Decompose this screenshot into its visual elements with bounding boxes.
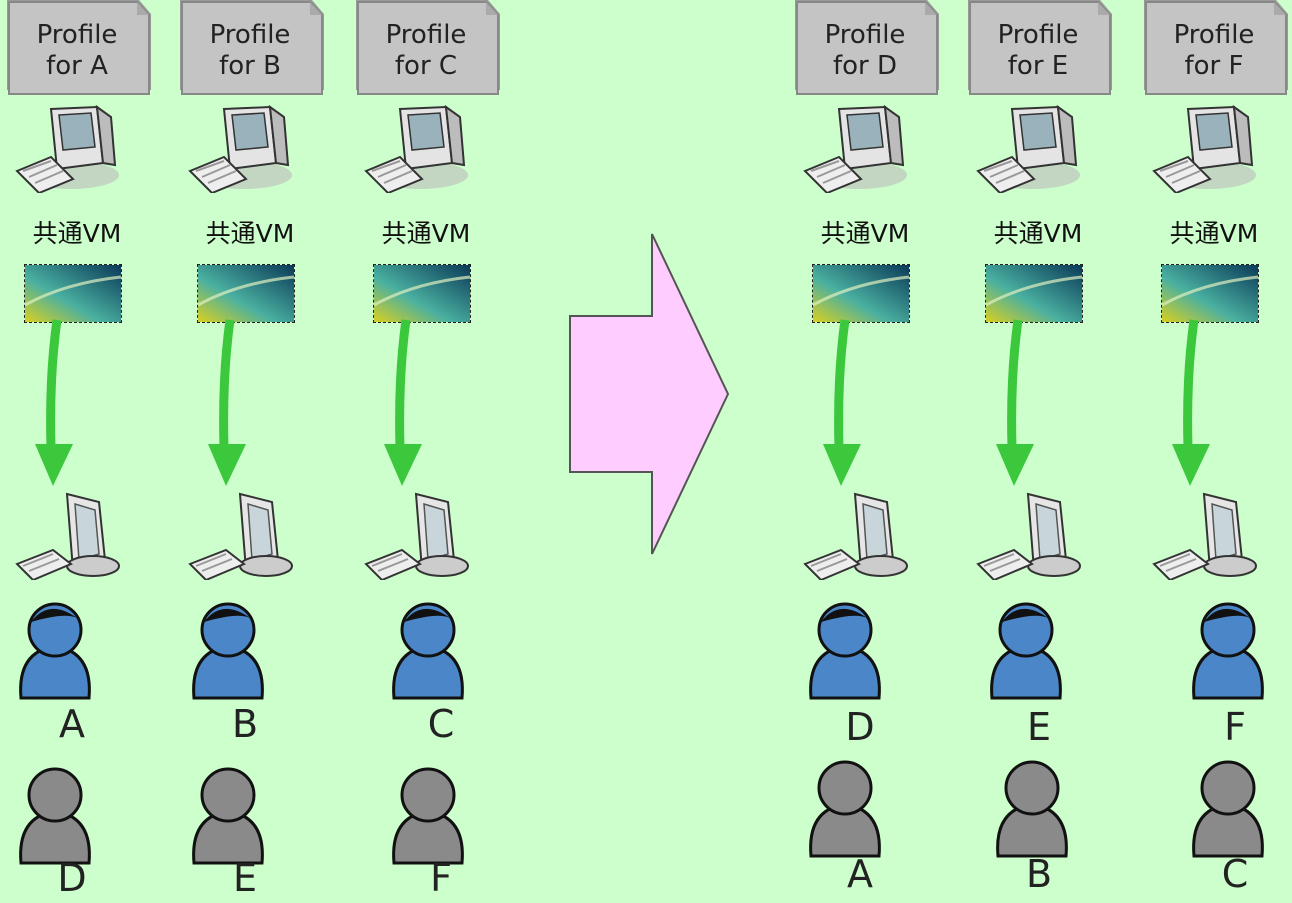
document-tab-icon <box>1144 0 1288 95</box>
down-arrow-icon <box>384 319 422 486</box>
profile-card: Profile for A <box>7 0 151 96</box>
profile-card: Profile for F <box>1144 0 1288 96</box>
thin-client-icon <box>1152 492 1257 580</box>
down-arrow-icon <box>208 319 246 486</box>
user-gray-icon <box>19 767 91 865</box>
waiting-user-label: E <box>232 856 257 900</box>
vm-screen-icon <box>197 264 295 323</box>
active-user-label: B <box>231 702 259 746</box>
vm-screen-icon <box>1161 264 1259 323</box>
profile-label: Profile for A <box>36 20 118 81</box>
desktop-computer-icon <box>364 104 468 193</box>
vm-label: 共通VM <box>993 219 1083 248</box>
vm-label: 共通VM <box>1169 219 1259 248</box>
column-right-2: Profile for E 共通VM E B <box>968 0 1112 903</box>
user-blue-icon <box>1192 602 1264 700</box>
vm-screen-icon <box>373 264 471 323</box>
profile-label: Profile for F <box>1173 20 1255 81</box>
user-blue-icon <box>192 602 264 700</box>
thin-client-icon <box>803 492 908 580</box>
column-left-2: Profile for B 共通VM B E <box>180 0 324 903</box>
user-blue-icon <box>809 602 881 700</box>
vm-label: 共通VM <box>820 219 910 248</box>
profile-card: Profile for E <box>968 0 1112 96</box>
profile-label: Profile for B <box>209 20 291 81</box>
user-blue-icon <box>990 602 1062 700</box>
document-tab-icon <box>795 0 939 95</box>
down-arrow-icon <box>996 319 1034 486</box>
desktop-computer-icon <box>976 104 1080 193</box>
column-right-3: Profile for F 共通VM F C <box>1144 0 1288 903</box>
active-user-label: E <box>1026 705 1051 749</box>
column-right-1: Profile for D 共通VM D A <box>795 0 939 903</box>
user-gray-icon <box>809 760 881 858</box>
right-arrow-icon <box>569 233 730 555</box>
thin-client-icon <box>188 492 293 580</box>
thin-client-icon <box>976 492 1081 580</box>
profile-label: Profile for C <box>385 20 467 81</box>
profile-label: Profile for D <box>824 20 906 81</box>
user-gray-icon <box>1192 760 1264 858</box>
down-arrow-icon <box>1172 319 1210 486</box>
document-tab-icon <box>7 0 151 95</box>
column-left-1: Profile for A 共通VM A D <box>7 0 151 903</box>
active-user-label: D <box>845 705 875 749</box>
document-tab-icon <box>356 0 500 95</box>
desktop-computer-icon <box>15 104 119 193</box>
active-user-label: C <box>427 702 455 746</box>
vm-screen-icon <box>24 264 122 323</box>
column-left-3: Profile for C 共通VM C F <box>356 0 500 903</box>
profile-card: Profile for D <box>795 0 939 96</box>
vm-label: 共通VM <box>381 219 471 248</box>
waiting-user-label: F <box>430 856 452 900</box>
waiting-user-label: C <box>1221 852 1249 896</box>
active-user-label: A <box>59 702 85 746</box>
profile-card: Profile for B <box>180 0 324 96</box>
user-blue-icon <box>19 602 91 700</box>
waiting-user-label: D <box>57 856 87 900</box>
vm-label: 共通VM <box>205 219 295 248</box>
desktop-computer-icon <box>803 104 907 193</box>
down-arrow-icon <box>823 319 861 486</box>
user-gray-icon <box>996 760 1068 858</box>
document-tab-icon <box>968 0 1112 95</box>
thin-client-icon <box>15 492 120 580</box>
user-blue-icon <box>392 602 464 700</box>
user-gray-icon <box>392 767 464 865</box>
down-arrow-icon <box>35 319 73 486</box>
waiting-user-label: A <box>847 852 873 896</box>
user-gray-icon <box>192 767 264 865</box>
waiting-user-label: B <box>1025 852 1053 896</box>
document-tab-icon <box>180 0 324 95</box>
vm-screen-icon <box>985 264 1083 323</box>
vm-label: 共通VM <box>32 219 122 248</box>
desktop-computer-icon <box>188 104 292 193</box>
active-user-label: F <box>1224 705 1246 749</box>
vm-screen-icon <box>812 264 910 323</box>
profile-card: Profile for C <box>356 0 500 96</box>
thin-client-icon <box>364 492 469 580</box>
desktop-computer-icon <box>1152 104 1256 193</box>
profile-label: Profile for E <box>997 20 1079 81</box>
